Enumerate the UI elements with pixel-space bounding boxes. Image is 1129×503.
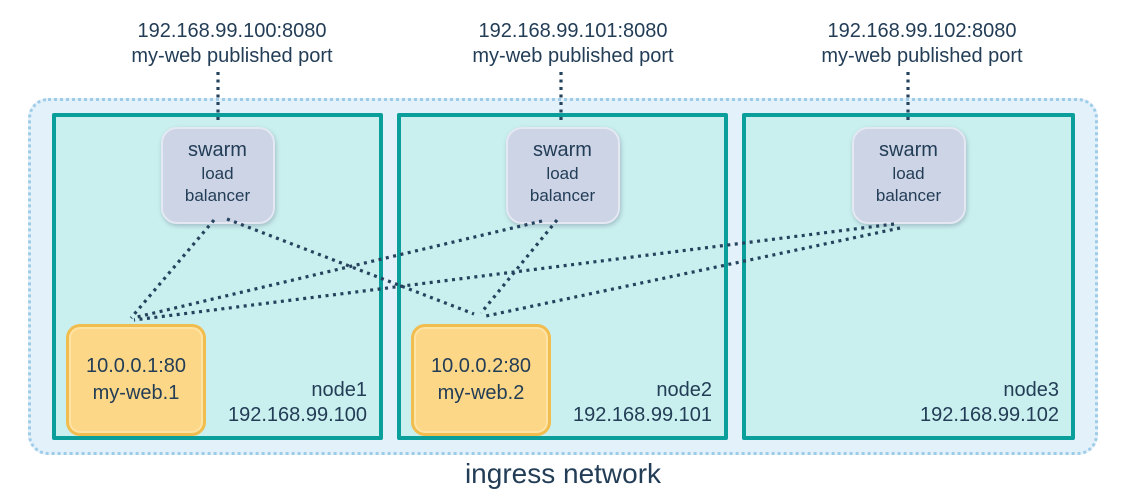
published-port-label-node3: 192.168.99.102:8080 my-web published por… xyxy=(772,19,1072,69)
task-address: 10.0.0.1:80 xyxy=(85,355,187,377)
node-name: node3 xyxy=(1003,379,1059,401)
node-name: node1 xyxy=(311,379,367,401)
node-ip: 192.168.99.101 xyxy=(572,404,712,426)
lb-label-line1: swarm xyxy=(879,139,938,161)
node1-label: node1 192.168.99.100 xyxy=(228,378,367,428)
lb-label-line3: balancer xyxy=(875,186,942,205)
published-port-label-node2: 192.168.99.101:8080 my-web published por… xyxy=(423,19,723,69)
lb-label-line2: load xyxy=(892,164,925,183)
node-name: node2 xyxy=(656,379,712,401)
task-my-web-1: 10.0.0.1:80 my-web.1 xyxy=(66,324,206,436)
task-name: my-web.1 xyxy=(92,382,180,404)
published-port-address: 192.168.99.102:8080 xyxy=(827,20,1017,42)
node3-load-balancer: swarm load balancer xyxy=(851,127,966,224)
ingress-network-caption: ingress network xyxy=(464,458,662,489)
lb-label-line3: balancer xyxy=(529,186,596,205)
lb-label-line2: load xyxy=(201,164,234,183)
node2-box: swarm load balancer 10.0.0.2:80 my-web.2… xyxy=(397,113,728,440)
published-port-caption: my-web published port xyxy=(821,45,1023,67)
lb-label-line1: swarm xyxy=(188,139,247,161)
task-my-web-2: 10.0.0.2:80 my-web.2 xyxy=(411,324,551,436)
lb-label-line2: load xyxy=(546,164,579,183)
published-port-label-node1: 192.168.99.100:8080 my-web published por… xyxy=(82,19,382,69)
published-port-caption: my-web published port xyxy=(472,45,674,67)
task-name: my-web.2 xyxy=(437,382,525,404)
published-port-address: 192.168.99.100:8080 xyxy=(137,20,327,42)
published-port-caption: my-web published port xyxy=(131,45,333,67)
node2-load-balancer: swarm load balancer xyxy=(505,127,620,224)
node-ip: 192.168.99.102 xyxy=(919,404,1059,426)
lb-label-line1: swarm xyxy=(533,139,592,161)
node-ip: 192.168.99.100 xyxy=(227,404,367,426)
task-address: 10.0.0.2:80 xyxy=(430,355,532,377)
node2-label: node2 192.168.99.101 xyxy=(573,378,712,428)
node3-label: node3 192.168.99.102 xyxy=(920,378,1059,428)
node1-load-balancer: swarm load balancer xyxy=(160,127,275,224)
lb-label-line3: balancer xyxy=(184,186,251,205)
node3-box: swarm load balancer node3 192.168.99.102 xyxy=(742,113,1075,440)
published-port-address: 192.168.99.101:8080 xyxy=(478,20,668,42)
node1-box: swarm load balancer 10.0.0.1:80 my-web.1… xyxy=(52,113,383,440)
